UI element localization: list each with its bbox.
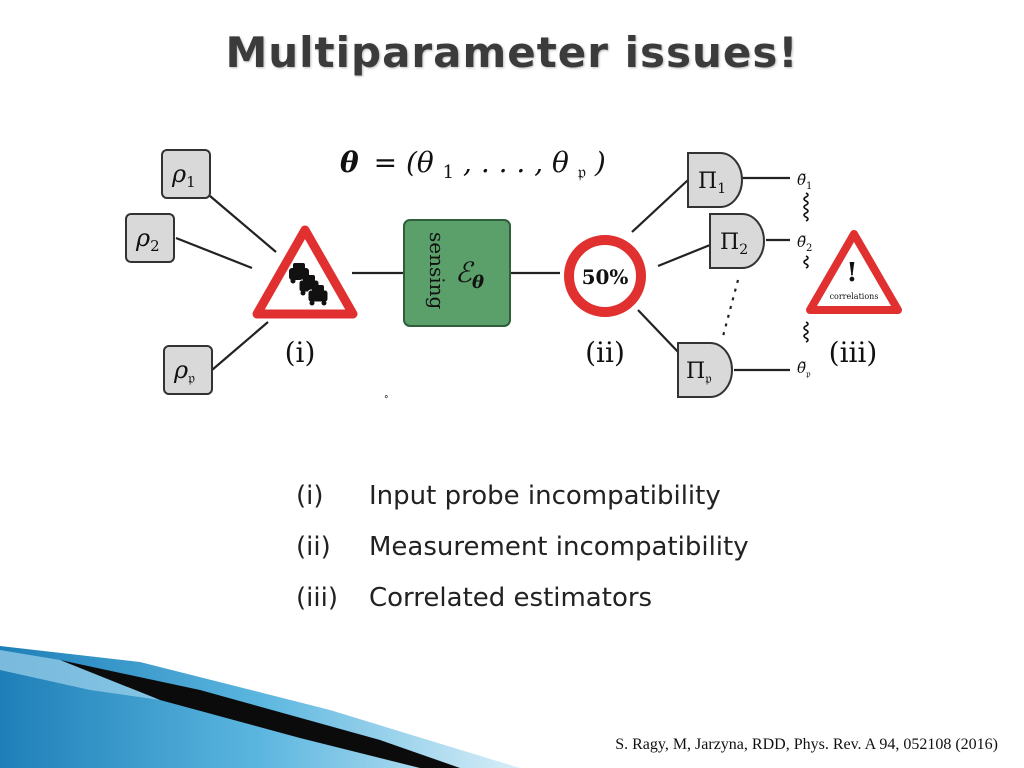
correlation-squiggles <box>803 192 809 343</box>
theta-equation: θ = (θ 1 , . . . , θ 𝔭 ) <box>340 146 606 185</box>
list-item-text: Measurement incompatibility <box>369 531 749 562</box>
list-item: (ii) Measurement incompatibility <box>296 521 749 572</box>
list-item-number: (iii) <box>296 582 338 613</box>
svg-text:θ̃𝔭: θ̃𝔭 <box>797 359 811 380</box>
svg-text:Π2: Π2 <box>720 230 748 258</box>
probe-box-2: ρ2 <box>125 213 175 263</box>
svg-text:θ̃2: θ̃2 <box>797 233 812 254</box>
estimator-labels: θ̃1 θ̃2 θ̃𝔭 <box>797 171 812 380</box>
slide-title: Multiparameter issues! <box>225 28 799 77</box>
svg-text:!: ! <box>846 258 857 288</box>
connector-lines <box>175 176 790 372</box>
correlations-warning-icon: ! correlations <box>806 230 902 314</box>
probe-box-p: ρ𝔭 <box>163 345 213 395</box>
svg-text:correlations: correlations <box>830 292 879 301</box>
sensing-label: sensing <box>425 232 449 310</box>
svg-text:50%: 50% <box>582 265 629 289</box>
list-item-number: (i) <box>296 480 324 511</box>
cars-icon <box>289 263 329 306</box>
measurement-detector-2: Π2 <box>709 213 765 269</box>
list-item-number: (ii) <box>296 531 331 562</box>
traffic-warning-icon <box>252 225 358 319</box>
sensing-channel-box: sensing ℰθ <box>403 219 511 327</box>
svg-text:ρ𝔭: ρ𝔭 <box>173 356 195 387</box>
stray-mark: ° <box>384 395 389 405</box>
swoosh-black <box>60 660 460 768</box>
list-item-text: Input probe incompatibility <box>369 480 721 511</box>
svg-text:ρ1: ρ1 <box>171 160 196 191</box>
list-item-text: Correlated estimators <box>369 582 653 613</box>
svg-text:Π𝔭: Π𝔭 <box>686 359 712 387</box>
list-item: (iii) Correlated estimators <box>296 572 749 623</box>
multiparameter-diagram: θ = (θ 1 , . . . , θ 𝔭 ) ρ1 ρ2 ρ𝔭 <box>125 146 902 405</box>
measurement-detector-1: Π1 <box>687 152 743 208</box>
svg-text:ℰθ: ℰθ <box>455 256 484 293</box>
svg-text:ρ2: ρ2 <box>135 224 160 255</box>
svg-text:θ̃1: θ̃1 <box>797 171 812 192</box>
stage-label-i: (i) <box>285 336 316 369</box>
stage-label-iii: (iii) <box>829 336 878 369</box>
citation: S. Ragy, M, Jarzyna, RDD, Phys. Rev. A 9… <box>615 736 998 753</box>
swoosh-highlight <box>0 650 160 700</box>
fifty-percent-sign-icon: 50% <box>564 235 646 317</box>
stage-label-ii: (ii) <box>585 336 625 369</box>
probe-box-1: ρ1 <box>161 149 211 199</box>
list-item: (i) Input probe incompatibility <box>296 470 749 521</box>
svg-text:Π1: Π1 <box>698 169 726 197</box>
issues-list: (i) Input probe incompatibility (ii) Mea… <box>296 470 749 623</box>
measurement-detector-p: Π𝔭 <box>677 342 733 398</box>
